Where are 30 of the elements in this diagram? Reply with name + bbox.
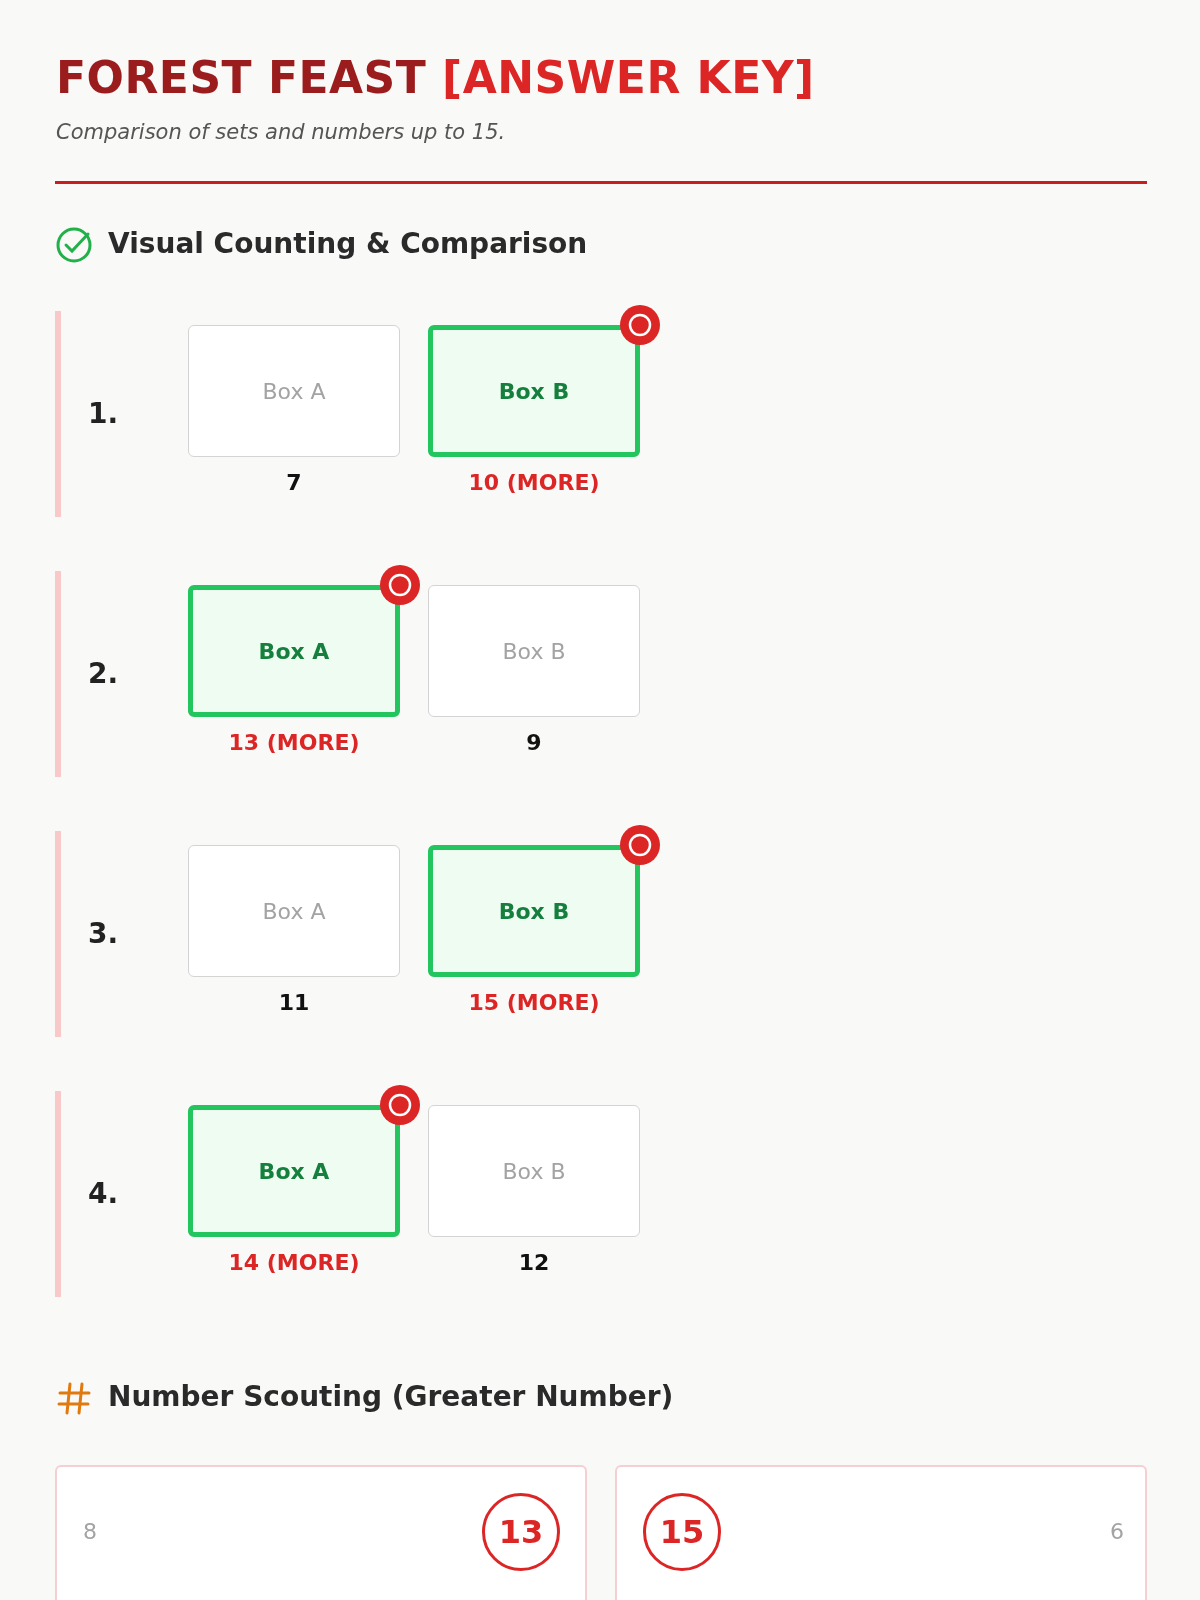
circled-number: 13	[482, 1493, 560, 1571]
question-number: 4.	[88, 1177, 119, 1210]
choice-box: Box B	[428, 1105, 640, 1237]
question-number: 1.	[88, 397, 119, 430]
selected-box: Box A	[188, 585, 400, 717]
number-option: 8	[83, 1519, 97, 1544]
choice-box: Box A	[188, 845, 400, 977]
count-label: 15 (MORE)	[467, 990, 601, 1015]
choice-box: Box A	[188, 325, 400, 457]
selected-box: Box B	[428, 845, 640, 977]
selected-box: Box B	[428, 325, 640, 457]
count-label: 7	[285, 470, 303, 495]
circled-number: 15	[643, 1493, 721, 1571]
count-label: 10 (MORE)	[467, 470, 601, 495]
section-heading: Visual Counting & Comparison	[108, 227, 588, 260]
count-label: 11	[277, 990, 311, 1015]
number-card	[615, 1465, 1147, 1600]
selected-box: Box A	[188, 1105, 400, 1237]
subtitle: Comparison of sets and numbers up to 15.	[56, 120, 506, 144]
count-label: 9	[525, 730, 543, 755]
choice-box: Box B	[428, 585, 640, 717]
number-card	[55, 1465, 587, 1600]
number-option: 6	[1110, 1519, 1124, 1544]
count-label: 12	[517, 1250, 551, 1275]
section-heading: Number Scouting (Greater Number)	[108, 1380, 674, 1413]
question-number: 2.	[88, 657, 119, 690]
count-label: 14 (MORE)	[227, 1250, 361, 1275]
page-title: FOREST FEAST [ANSWER KEY]	[56, 52, 815, 103]
question-number: 3.	[88, 917, 119, 950]
count-label: 13 (MORE)	[227, 730, 361, 755]
